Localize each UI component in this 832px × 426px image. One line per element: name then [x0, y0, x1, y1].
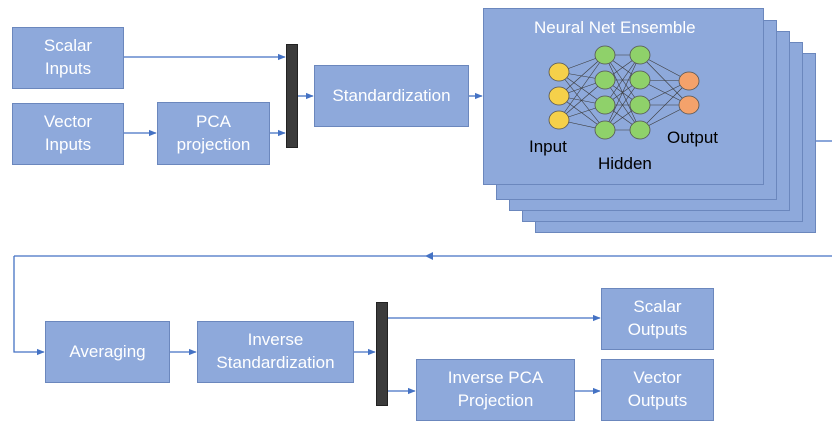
input-layer-label: Input	[529, 137, 567, 156]
split-bar	[376, 302, 388, 406]
vector-inputs-box: Vector Inputs	[12, 103, 124, 165]
vector-outputs-box: Vector Outputs	[601, 359, 714, 421]
standardization-label: Standardization	[332, 85, 451, 105]
pca-projection-box: PCA projection	[157, 102, 270, 165]
averaging-label: Averaging	[69, 341, 146, 361]
vector-outputs-label: Vector Outputs	[627, 368, 688, 410]
hidden-neuron	[594, 120, 616, 140]
neural-network-graphic	[548, 45, 700, 140]
merge-bar	[286, 44, 298, 148]
vector-inputs-label: Vector Inputs	[43, 112, 93, 154]
hidden-neuron	[594, 95, 616, 115]
return-line-arrowhead	[425, 252, 433, 260]
inverse-pca-projection-box: Inverse PCA Projection	[416, 359, 575, 421]
ensemble-card-front: Neural Net Ensemble	[483, 8, 764, 185]
arrow-return-to-averaging	[13, 256, 45, 356]
output-neuron	[678, 95, 700, 115]
hidden-neuron	[629, 70, 651, 90]
scalar-outputs-box: Scalar Outputs	[601, 288, 714, 350]
averaging-box: Averaging	[45, 321, 170, 383]
network-edges	[558, 54, 690, 131]
scalar-inputs-box: Scalar Inputs	[12, 27, 124, 89]
hidden-layer-label: Hidden	[598, 154, 652, 173]
hidden-neuron	[629, 95, 651, 115]
inverse-pca-projection-label: Inverse PCA Projection	[447, 368, 544, 410]
input-neuron	[548, 110, 570, 130]
inverse-standardization-label: Inverse Standardization	[216, 330, 335, 372]
ensemble-title: Neural Net Ensemble	[534, 18, 696, 37]
hidden-neuron	[629, 120, 651, 140]
output-neuron	[678, 71, 700, 91]
hidden-neuron	[629, 45, 651, 65]
input-neuron	[548, 86, 570, 106]
inverse-standardization-box: Inverse Standardization	[197, 321, 354, 383]
scalar-inputs-label: Scalar Inputs	[43, 36, 93, 78]
input-neuron	[548, 62, 570, 82]
pca-projection-label: PCA projection	[176, 111, 251, 154]
hidden-neuron	[594, 45, 616, 65]
output-layer-label: Output	[667, 128, 719, 147]
standardization-box: Standardization	[314, 65, 469, 127]
hidden-neuron	[594, 70, 616, 90]
scalar-outputs-label: Scalar Outputs	[627, 297, 688, 339]
